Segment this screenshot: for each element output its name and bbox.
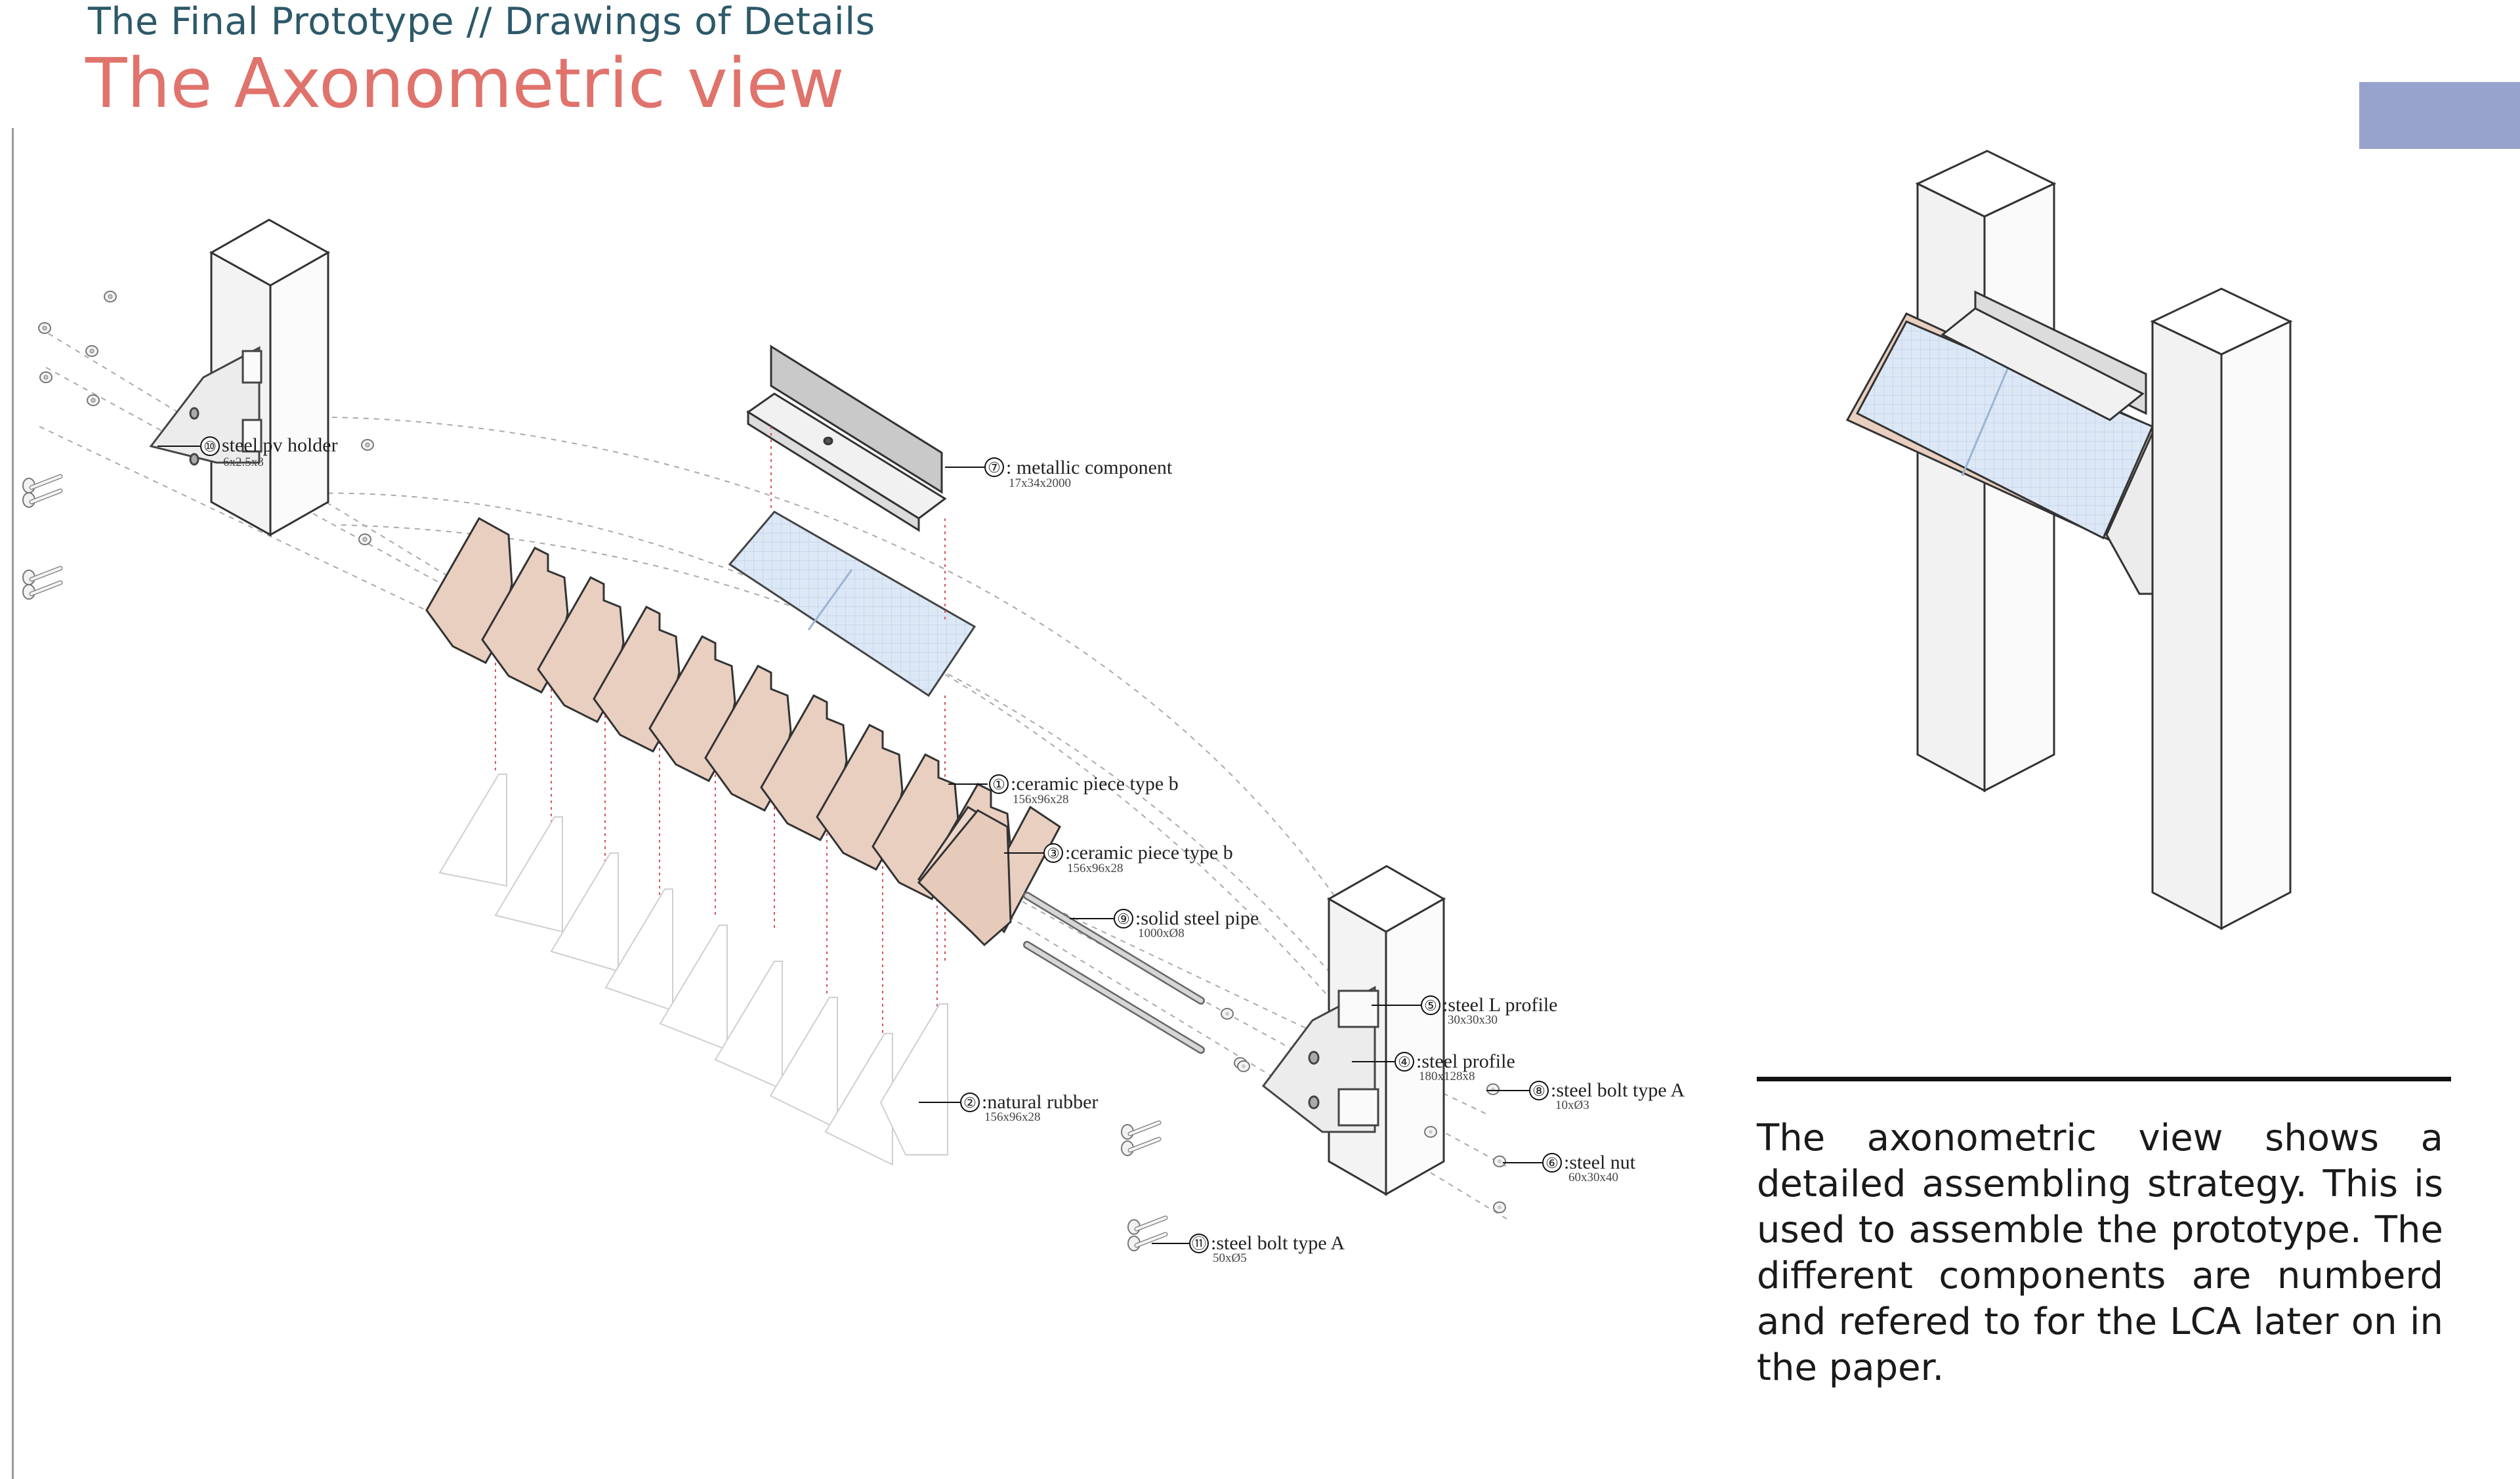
natural-rubber-pieces xyxy=(438,774,948,1166)
callout-number-3: ③ xyxy=(1047,845,1060,862)
left-steel-bracket xyxy=(149,346,262,466)
page-title: The Axonometric view xyxy=(85,43,845,123)
callout-number-4: ④ xyxy=(1398,1054,1411,1070)
callout-numbers: ⑩ ⑦ ① ③ ⑨ ⑤ ④ ⑧ ② ⑥ ⑪ xyxy=(203,438,1559,1252)
dims-metallic-component: 17x34x2000 xyxy=(1009,476,1071,490)
dims-steel-l-profile: 30x30x30 xyxy=(1448,1013,1498,1027)
dims-ceramic-piece-1: 156x96x28 xyxy=(1013,793,1069,806)
label-ceramic-piece-1: :ceramic piece type b xyxy=(1011,773,1179,795)
label-ceramic-piece-3: :ceramic piece type b xyxy=(1065,842,1233,864)
description-paragraph: The axonometric view shows a detailed as… xyxy=(1757,1117,2443,1389)
label-steel-pv-holder: steel pv holder xyxy=(222,434,338,456)
callout-number-7: ⑦ xyxy=(988,459,1001,476)
label-steel-bolt-11: :steel bolt type A xyxy=(1211,1232,1345,1254)
dims-ceramic-piece-3: 156x96x28 xyxy=(1067,862,1124,875)
dims-natural-rubber: 156x96x28 xyxy=(984,1110,1041,1124)
label-steel-nut: :steel nut xyxy=(1564,1152,1636,1173)
callout-number-1: ① xyxy=(992,776,1005,793)
page-tab-marker xyxy=(2359,82,2520,149)
right-steel-bracket xyxy=(1261,986,1379,1133)
label-steel-profile: :steel profile xyxy=(1416,1051,1515,1072)
assembled-view xyxy=(1845,150,2293,930)
label-metallic-component: : metallic component xyxy=(1006,457,1173,478)
callout-number-10: ⑩ xyxy=(203,438,217,455)
callout-leaders xyxy=(158,446,1542,1244)
dims-steel-nut: 60x30x40 xyxy=(1568,1171,1618,1184)
dims-solid-steel-pipe: 1000xØ8 xyxy=(1138,927,1185,940)
description-divider xyxy=(1757,1077,2451,1081)
component-labels: steel pv holder 6x2.5x8 : metallic compo… xyxy=(222,434,1685,1265)
page-subtitle: The Final Prototype // Drawings of Detai… xyxy=(88,0,875,43)
solid-steel-pipes xyxy=(1023,892,1205,1054)
callout-number-5: ⑤ xyxy=(1424,997,1437,1014)
callout-number-11: ⑪ xyxy=(1192,1236,1206,1252)
label-natural-rubber: :natural rubber xyxy=(982,1091,1098,1113)
dims-steel-pv-holder: 6x2.5x8 xyxy=(223,455,264,469)
pv-panel xyxy=(728,510,976,698)
callout-number-8: ⑧ xyxy=(1532,1083,1545,1099)
left-margin-rule xyxy=(12,128,14,1479)
metallic-component xyxy=(746,344,947,532)
dims-steel-bolt-11: 50xØ5 xyxy=(1213,1251,1247,1265)
dims-steel-bolt-8: 10xØ3 xyxy=(1555,1098,1589,1112)
label-steel-bolt-8: :steel bolt type A xyxy=(1551,1079,1685,1101)
callout-circles xyxy=(200,436,1562,1253)
label-steel-l-profile: :steel L profile xyxy=(1442,994,1558,1016)
ceramic-front-piece xyxy=(917,809,1012,947)
dims-steel-profile: 180x128x8 xyxy=(1419,1070,1475,1083)
callout-number-2: ② xyxy=(963,1094,976,1111)
callout-number-6: ⑥ xyxy=(1545,1155,1559,1171)
callout-number-9: ⑨ xyxy=(1117,911,1130,927)
label-solid-steel-pipe: :solid steel pipe xyxy=(1135,907,1259,929)
